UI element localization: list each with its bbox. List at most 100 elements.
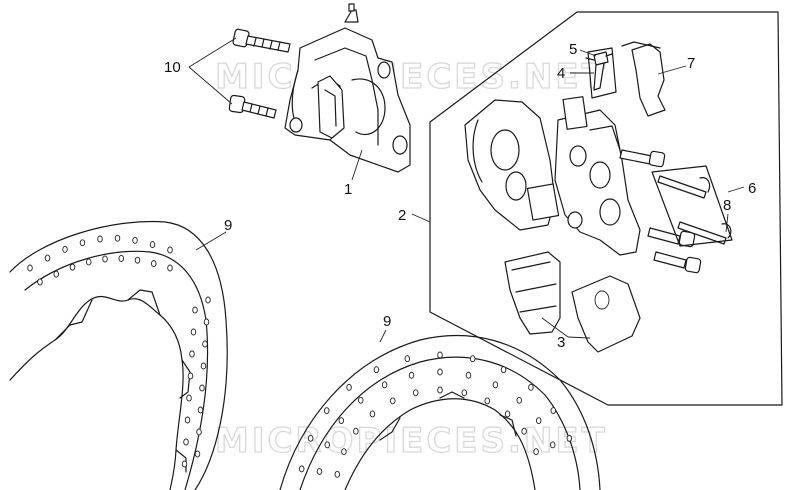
- caliper-half-inner: [554, 96, 641, 256]
- drill-hole: [528, 383, 534, 391]
- drill-hole: [186, 394, 192, 402]
- drill-hole: [492, 381, 499, 389]
- pad-pin-lower: [677, 221, 732, 245]
- drill-hole: [390, 397, 396, 405]
- drill-hole: [149, 241, 156, 249]
- drill-hole: [200, 362, 207, 370]
- drill-hole: [114, 234, 121, 242]
- drill-hole: [197, 406, 204, 414]
- drill-hole: [341, 448, 347, 456]
- drill-hole: [516, 396, 522, 404]
- watermark-top: MICROPIECES.NET: [215, 57, 608, 97]
- drill-hole: [44, 254, 51, 262]
- drill-hole: [132, 236, 138, 244]
- caliper-half-outer: [464, 99, 560, 231]
- drill-hole: [346, 383, 352, 391]
- drill-hole: [461, 389, 468, 397]
- retaining-clip: [621, 41, 666, 117]
- drill-hole: [437, 368, 443, 376]
- kit-bolt-upper: [619, 149, 666, 168]
- drill-hole: [97, 235, 103, 243]
- drill-hole: [69, 263, 76, 271]
- drill-hole: [79, 239, 86, 247]
- drill-hole: [167, 264, 173, 272]
- watermark-bottom: MICROPIECES.NET: [215, 421, 608, 461]
- brake-disc-left: [9, 220, 228, 490]
- drill-hole: [167, 246, 173, 254]
- drill-hole: [307, 434, 314, 442]
- drill-hole: [183, 438, 189, 446]
- drill-hole: [203, 318, 210, 326]
- kit-bolt-lower-1: [647, 227, 696, 248]
- drill-hole: [37, 278, 43, 286]
- drill-hole: [324, 441, 331, 449]
- drill-hole: [53, 270, 60, 278]
- drill-hole: [369, 410, 376, 418]
- mounting-bolt-upper: [232, 28, 291, 53]
- brake-pad-left: [504, 251, 561, 335]
- drill-hole: [202, 340, 208, 348]
- callout-3: 3: [557, 334, 565, 351]
- drill-hole: [190, 328, 197, 336]
- drill-hole: [373, 366, 380, 374]
- drill-hole: [549, 441, 556, 449]
- drill-hole: [408, 371, 415, 379]
- drill-hole: [181, 460, 188, 468]
- callout-1: 1: [344, 181, 352, 198]
- drill-hole: [298, 465, 305, 473]
- drill-hole: [521, 427, 527, 435]
- drill-hole: [504, 410, 511, 418]
- brake-pad-right: [571, 275, 641, 353]
- callout-9-top: 9: [224, 217, 232, 234]
- drill-hole: [118, 255, 124, 262]
- drill-hole: [205, 296, 211, 304]
- drill-hole: [358, 396, 364, 404]
- callout-5: 5: [569, 41, 577, 58]
- drill-hole: [199, 384, 205, 392]
- drill-hole: [196, 428, 202, 436]
- drill-hole: [484, 397, 490, 405]
- callout-9-bottom: 9: [383, 313, 391, 330]
- drill-hole: [550, 407, 557, 415]
- caliper-assembly: [284, 3, 411, 173]
- drill-hole: [184, 416, 191, 424]
- drill-hole: [469, 355, 476, 363]
- drill-hole: [500, 366, 507, 374]
- drill-hole: [194, 450, 201, 458]
- drill-hole: [102, 255, 108, 263]
- kit-frame: [429, 11, 783, 406]
- drill-hole: [134, 256, 141, 264]
- drill-hole: [353, 427, 359, 435]
- kit-bolt-lower-2: [653, 251, 702, 274]
- drill-hole: [316, 468, 323, 475]
- pad-pin-upper: [657, 175, 711, 199]
- drill-hole: [338, 417, 345, 425]
- drill-hole: [189, 350, 195, 358]
- brake-disc-right: [279, 334, 601, 490]
- drill-hole: [192, 306, 198, 314]
- callout-6: 6: [748, 180, 756, 197]
- drill-hole: [535, 417, 542, 425]
- drill-hole: [187, 372, 194, 380]
- drill-hole: [27, 264, 33, 272]
- drill-hole: [334, 470, 341, 478]
- callout-8: 8: [723, 197, 731, 214]
- drill-hole: [404, 355, 411, 363]
- drill-hole: [323, 407, 330, 415]
- drill-hole: [62, 245, 68, 253]
- drill-hole: [566, 434, 573, 442]
- drill-hole: [437, 351, 443, 359]
- callout-2: 2: [398, 207, 406, 224]
- drill-hole: [465, 371, 472, 379]
- drill-hole: [533, 448, 539, 456]
- drill-hole: [381, 381, 388, 389]
- bleed-valve: [585, 47, 617, 99]
- callout-7: 7: [687, 55, 695, 72]
- drill-hole: [85, 258, 92, 266]
- leader-lines: [188, 37, 745, 343]
- drill-hole: [412, 389, 419, 397]
- drill-hole: [150, 260, 157, 268]
- mounting-bolt-lower: [228, 94, 277, 119]
